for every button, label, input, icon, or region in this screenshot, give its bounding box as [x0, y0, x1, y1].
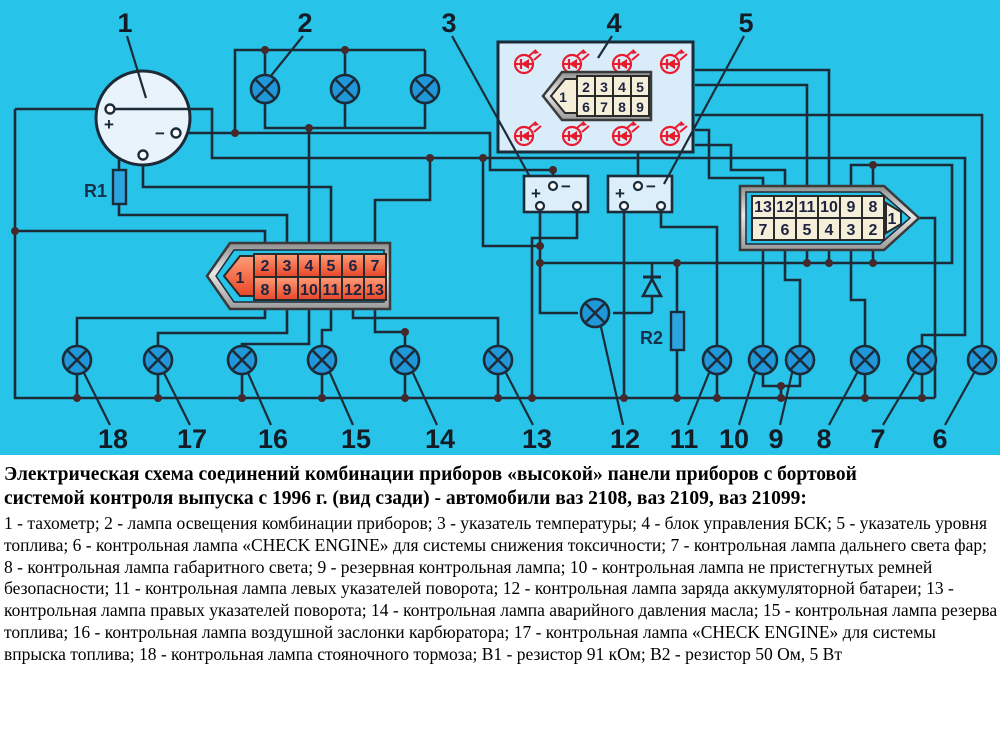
illumination-lamp-icon [409, 73, 441, 105]
callout-16: 16 [258, 424, 288, 454]
resistor-r1-label: R1 [84, 181, 107, 201]
temp-gauge-minus-label: − [561, 177, 571, 196]
tachometer-bottom-terminal [137, 149, 149, 161]
left-pin-6: 6 [349, 258, 358, 275]
lamp-8-icon [849, 344, 881, 376]
right-pin-9: 9 [847, 199, 856, 216]
left-pin-12: 12 [344, 282, 362, 299]
bsk-pin-9: 9 [636, 99, 644, 115]
instrument-connector-white: 13 12 11 10 9 8 7 6 5 4 3 2 1 [738, 184, 921, 252]
callout-18: 18 [98, 424, 128, 454]
lamp-18-icon [61, 344, 93, 376]
callout-leaders [83, 35, 975, 426]
resistor-r1: R1 [84, 168, 128, 206]
tachometer-minus-terminal [170, 127, 182, 139]
bsk-pin-8: 8 [618, 99, 626, 115]
callout-15: 15 [341, 424, 371, 454]
fuel-gauge-plus-label: + [615, 184, 625, 203]
junction-dots [11, 46, 926, 402]
illumination-lamp-icon [249, 73, 281, 105]
bsk-pin-1: 1 [559, 89, 567, 105]
right-pin-8: 8 [869, 199, 878, 216]
right-pin-1: 1 [888, 211, 897, 228]
tachometer-plus-terminal [104, 103, 116, 115]
lamp-6-icon [966, 344, 998, 376]
lamp-13-icon [482, 344, 514, 376]
legend: Электрическая схема соединений комбинаци… [0, 455, 1000, 735]
callout-6: 6 [932, 424, 947, 454]
left-pin-5: 5 [327, 258, 336, 275]
left-pin-1: 1 [236, 270, 245, 287]
schematic-canvas: + − R1 1 2 3 4 5 6 [0, 0, 1000, 455]
bsk-pin-6: 6 [582, 99, 590, 115]
lamp-17-icon [142, 344, 174, 376]
bsk-pin-2: 2 [582, 79, 590, 95]
left-pin-10: 10 [300, 282, 318, 299]
callout-8: 8 [816, 424, 831, 454]
temperature-gauge: + − [522, 174, 590, 214]
left-pin-2: 2 [261, 258, 270, 275]
left-pin-4: 4 [305, 258, 314, 275]
callout-9: 9 [768, 424, 783, 454]
callout-5: 5 [738, 8, 753, 38]
right-pin-11: 11 [799, 199, 816, 216]
left-pin-8: 8 [261, 282, 270, 299]
left-pin-7: 7 [371, 258, 380, 275]
lamp-11-icon [701, 344, 733, 376]
fuel-gauge-minus-label: − [646, 177, 656, 196]
callout-2: 2 [297, 8, 312, 38]
left-pin-9: 9 [283, 282, 292, 299]
lamp-15-icon [306, 344, 338, 376]
lamp-12-icon [579, 297, 611, 329]
callout-10: 10 [719, 424, 749, 454]
callout-1: 1 [117, 8, 132, 38]
right-pin-5: 5 [803, 222, 812, 239]
instrument-connector-red: 1 2 3 4 5 6 7 8 9 10 11 12 13 [205, 241, 392, 311]
left-pin-13: 13 [366, 282, 384, 299]
bsk-pin-3: 3 [600, 79, 608, 95]
lamp-16-icon [226, 344, 258, 376]
callout-3: 3 [441, 8, 456, 38]
lamp-7-icon [906, 344, 938, 376]
temp-gauge-plus-label: + [531, 184, 541, 203]
tachometer-plus-label: + [104, 115, 114, 134]
bsk-control-unit: 1 2 3 4 5 6 7 8 9 [496, 40, 695, 154]
bsk-connector: 1 2 3 4 5 6 7 8 9 [541, 70, 653, 122]
right-pin-3: 3 [847, 222, 856, 239]
callout-17: 17 [177, 424, 207, 454]
right-pin-6: 6 [781, 222, 790, 239]
fuel-gauge: + − [606, 174, 674, 214]
left-pin-3: 3 [283, 258, 292, 275]
right-pin-13: 13 [754, 199, 772, 216]
left-pin-11: 11 [323, 282, 340, 299]
callout-13: 13 [522, 424, 552, 454]
lamp-14-icon [389, 344, 421, 376]
callout-12: 12 [610, 424, 640, 454]
lamp-10-icon [747, 344, 779, 376]
resistor-r2-label: R2 [640, 328, 663, 348]
bsk-pin-4: 4 [618, 79, 626, 95]
callout-4: 4 [606, 8, 621, 38]
callout-14: 14 [425, 424, 455, 454]
lamp-9-icon [784, 344, 816, 376]
illumination-lamp-icon [329, 73, 361, 105]
resistor-r2: R2 [640, 310, 686, 352]
tachometer-minus-label: − [155, 124, 165, 143]
bsk-pin-7: 7 [600, 99, 608, 115]
right-pin-10: 10 [820, 199, 838, 216]
bsk-pin-5: 5 [636, 79, 644, 95]
callout-11: 11 [670, 424, 699, 454]
callout-7: 7 [870, 424, 885, 454]
right-pin-7: 7 [759, 222, 768, 239]
right-pin-4: 4 [825, 222, 834, 239]
callout-numbers: 1 2 3 4 5 18 17 16 15 14 13 12 11 10 9 8… [98, 8, 948, 454]
legend-title-line2: системой контроля выпуска с 1996 г. (вид… [4, 488, 807, 509]
tachometer: + − [94, 69, 192, 167]
legend-title-line1: Электрическая схема соединений комбинаци… [4, 464, 857, 485]
right-pin-2: 2 [869, 222, 878, 239]
right-pin-12: 12 [776, 199, 794, 216]
legend-body: 1 - тахометр; 2 - лампа освещения комбин… [4, 513, 998, 664]
